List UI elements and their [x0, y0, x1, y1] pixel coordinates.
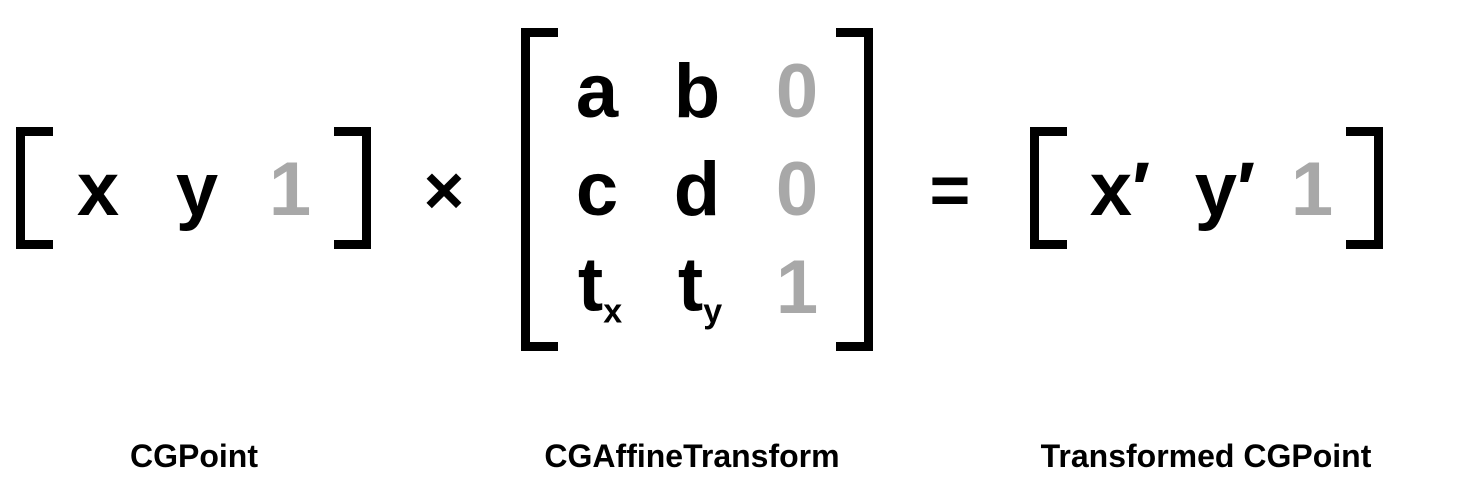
matrix-cell-ty: ty — [678, 247, 723, 331]
ty-subscript: y — [703, 292, 723, 331]
matrix-cell-0-mid: 0 — [775, 147, 819, 232]
result-w: 1 — [1290, 147, 1334, 232]
result-y-prime: y′ — [1194, 147, 1256, 232]
equals-operator: = — [929, 151, 971, 229]
tx-subscript: x — [603, 292, 623, 331]
point-caption: CGPoint — [130, 438, 258, 474]
matrix-cell-0-top: 0 — [775, 49, 819, 134]
matrix-cell-c: c — [575, 147, 619, 232]
ty-base: t — [677, 242, 704, 328]
multiply-operator: × — [423, 151, 465, 229]
result-right-bracket — [1346, 127, 1383, 249]
point-right-bracket — [334, 127, 371, 249]
matrix-cell-d: d — [673, 147, 721, 232]
matrix-caption: CGAffineTransform — [544, 438, 840, 474]
result-caption: Transformed CGPoint — [1040, 438, 1372, 474]
result-x-prime: x′ — [1089, 147, 1151, 232]
matrix-left-bracket — [521, 28, 558, 351]
matrix-cell-a: a — [575, 49, 619, 134]
point-y: y — [175, 147, 219, 232]
matrix-cell-1-bottom: 1 — [775, 245, 819, 330]
point-x: x — [76, 147, 120, 232]
result-left-bracket — [1030, 127, 1067, 249]
matrix-cell-tx: tx — [578, 247, 623, 331]
tx-base: t — [577, 242, 604, 328]
matrix-cell-b: b — [673, 49, 721, 134]
point-left-bracket — [16, 127, 53, 249]
matrix-right-bracket — [836, 28, 873, 351]
point-w: 1 — [268, 147, 312, 232]
